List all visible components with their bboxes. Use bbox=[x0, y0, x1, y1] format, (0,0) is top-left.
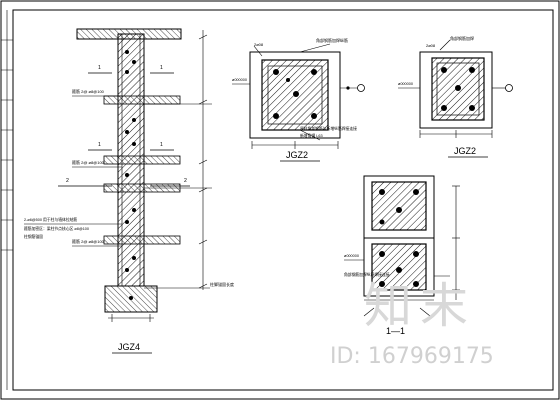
callout-lower: 角部钢筋加焊纵筋焊接连接 bbox=[344, 272, 390, 277]
section-jgz2-middle bbox=[232, 43, 365, 149]
note-base: 柱脚锚固长度 bbox=[210, 281, 234, 287]
section-mark-1-left-mid: 1 bbox=[98, 142, 101, 148]
section-mark-1-left-top: 1 bbox=[98, 65, 101, 71]
mark-top-right: 2ø08 bbox=[426, 43, 436, 48]
title-section-1-1: 1—1 bbox=[386, 326, 405, 336]
section-1-1-lower bbox=[344, 175, 460, 317]
note-long-2: 箍筋加密区：梁柱节点核心区 ø8@100 bbox=[24, 226, 89, 231]
note-long-1: 2-ø6@500 用于柱与墙体拉结筋 bbox=[24, 217, 77, 222]
title-jgz2-mid: JGZ2 bbox=[286, 150, 308, 160]
dim-right: ø000000 bbox=[398, 82, 413, 86]
watermark-id: ID: 167969175 bbox=[330, 344, 494, 369]
section-mark-1-right-top: 1 bbox=[160, 65, 163, 71]
callout-mid-bottom: 原柱角部钢筋与新增纵筋焊接连接 bbox=[300, 126, 357, 131]
callout-mid-top: 角部钢筋加焊纵筋 bbox=[316, 37, 348, 43]
note-column-c: 箍筋 2@ ø8@100 bbox=[72, 238, 105, 244]
mark-top-left: 2ø08 bbox=[254, 42, 264, 47]
callout-right-top: 角部钢筋加焊 bbox=[450, 35, 474, 41]
callout-mid-bottom2: 新增角钢 L63 bbox=[300, 133, 323, 138]
section-mark-2-right: 2 bbox=[184, 178, 187, 184]
note-column-b: 箍筋 2@ ø8@100 bbox=[72, 159, 105, 165]
dim-left: ø000000 bbox=[232, 78, 247, 82]
title-jgz2-right: JGZ2 bbox=[454, 146, 476, 156]
watermark-logo: 知末 bbox=[364, 278, 477, 334]
note-long-3: 柱钢筋锚固 bbox=[24, 234, 43, 239]
section-mark-2-left: 2 bbox=[66, 178, 69, 184]
column-elevation-jgz4 bbox=[24, 28, 212, 322]
note-column-a: 箍筋 2@ ø8@100 bbox=[72, 88, 105, 94]
dim-lower: ø000000 bbox=[344, 254, 359, 258]
section-jgz2-right bbox=[398, 39, 513, 138]
title-jgz4: JGZ4 bbox=[118, 342, 140, 352]
section-mark-1-right-mid: 1 bbox=[160, 142, 163, 148]
